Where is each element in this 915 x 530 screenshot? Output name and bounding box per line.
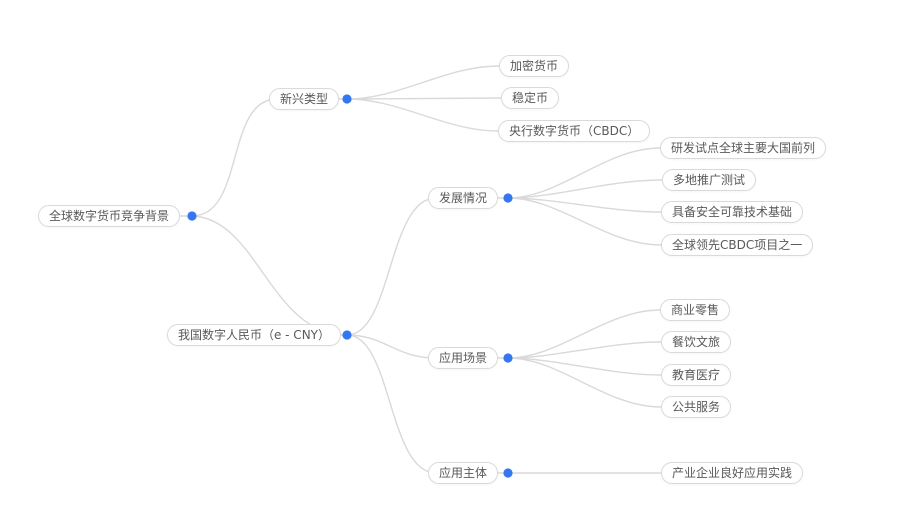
node-multi-region-testing[interactable]: 多地推广测试 [662, 169, 757, 191]
node-secure-reliable-tech[interactable]: 具备安全可靠技术基础 [661, 201, 804, 223]
node-application-scenarios[interactable]: 应用场景 [427, 347, 498, 369]
node-stablecoin-label: 稳定币 [512, 91, 549, 105]
node-dining-tourism[interactable]: 餐饮文旅 [661, 331, 732, 353]
node-education-medical[interactable]: 教育医疗 [661, 364, 732, 386]
edge-scenarios-dining [507, 341, 662, 359]
node-dining-tourism-label: 餐饮文旅 [672, 335, 721, 349]
node-development-status[interactable]: 发展情况 [427, 187, 498, 209]
node-public-services-label: 公共服务 [672, 400, 721, 414]
edge-development-rd [507, 147, 661, 199]
anchor-dot-application-subjects[interactable] [503, 468, 513, 478]
anchor-dot-root[interactable] [187, 211, 197, 221]
node-development-status-label: 发展情况 [438, 191, 487, 205]
edge-ecny-subjects [346, 334, 437, 474]
node-cryptocurrency[interactable]: 加密货币 [499, 55, 570, 77]
node-ecny[interactable]: 我国数字人民币（e - CNY） [166, 324, 341, 346]
anchor-dot-development-status[interactable] [503, 193, 513, 203]
node-root-label: 全球数字货币竞争背景 [48, 209, 169, 223]
edge-development-testing [507, 179, 663, 199]
node-commercial-retail[interactable]: 商业零售 [660, 299, 731, 321]
node-secure-reliable-tech-label: 具备安全可靠技术基础 [672, 205, 793, 219]
edge-root-ecny [191, 215, 348, 336]
anchor-dot-ecny[interactable] [342, 330, 352, 340]
node-application-subjects[interactable]: 应用主体 [427, 462, 498, 484]
node-public-services[interactable]: 公共服务 [661, 396, 732, 418]
node-emerging-types-label: 新兴类型 [279, 92, 328, 106]
edge-emerging-cbdc [346, 98, 499, 132]
edge-scenarios-public [507, 357, 662, 408]
node-multi-region-testing-label: 多地推广测试 [673, 173, 746, 187]
node-root[interactable]: 全球数字货币竞争背景 [37, 205, 180, 227]
node-industry-practice[interactable]: 产业企业良好应用实践 [661, 462, 804, 484]
anchor-dot-emerging-types[interactable] [342, 94, 352, 104]
edge-emerging-stablecoin [346, 97, 502, 100]
node-cryptocurrency-label: 加密货币 [510, 59, 559, 73]
edge-development-secure [507, 197, 662, 213]
node-leading-cbdc-project[interactable]: 全球领先CBDC项目之一 [661, 234, 814, 256]
node-stablecoin[interactable]: 稳定币 [501, 87, 560, 109]
node-application-subjects-label: 应用主体 [438, 466, 487, 480]
node-application-scenarios-label: 应用场景 [438, 351, 487, 365]
node-cbdc[interactable]: 央行数字货币（CBDC） [498, 120, 651, 142]
edge-ecny-development [346, 197, 437, 336]
node-rd-pilot-leading-label: 研发试点全球主要大国前列 [671, 141, 816, 155]
edge-emerging-crypto [346, 65, 500, 100]
node-commercial-retail-label: 商业零售 [671, 303, 720, 317]
edge-scenarios-education [507, 357, 662, 376]
node-ecny-label: 我国数字人民币（e - CNY） [177, 328, 330, 342]
anchor-dot-application-scenarios[interactable] [503, 353, 513, 363]
node-industry-practice-label: 产业企业良好应用实践 [672, 466, 793, 480]
node-cbdc-label: 央行数字货币（CBDC） [509, 124, 640, 138]
node-education-medical-label: 教育医疗 [672, 368, 721, 382]
node-rd-pilot-leading[interactable]: 研发试点全球主要大国前列 [660, 137, 827, 159]
edge-root-emerging [191, 98, 278, 217]
edge-scenarios-retail [507, 309, 661, 359]
node-emerging-types[interactable]: 新兴类型 [268, 88, 339, 110]
edge-ecny-scenarios [346, 334, 437, 359]
node-leading-cbdc-project-label: 全球领先CBDC项目之一 [672, 238, 803, 252]
edge-development-leading [507, 197, 662, 246]
